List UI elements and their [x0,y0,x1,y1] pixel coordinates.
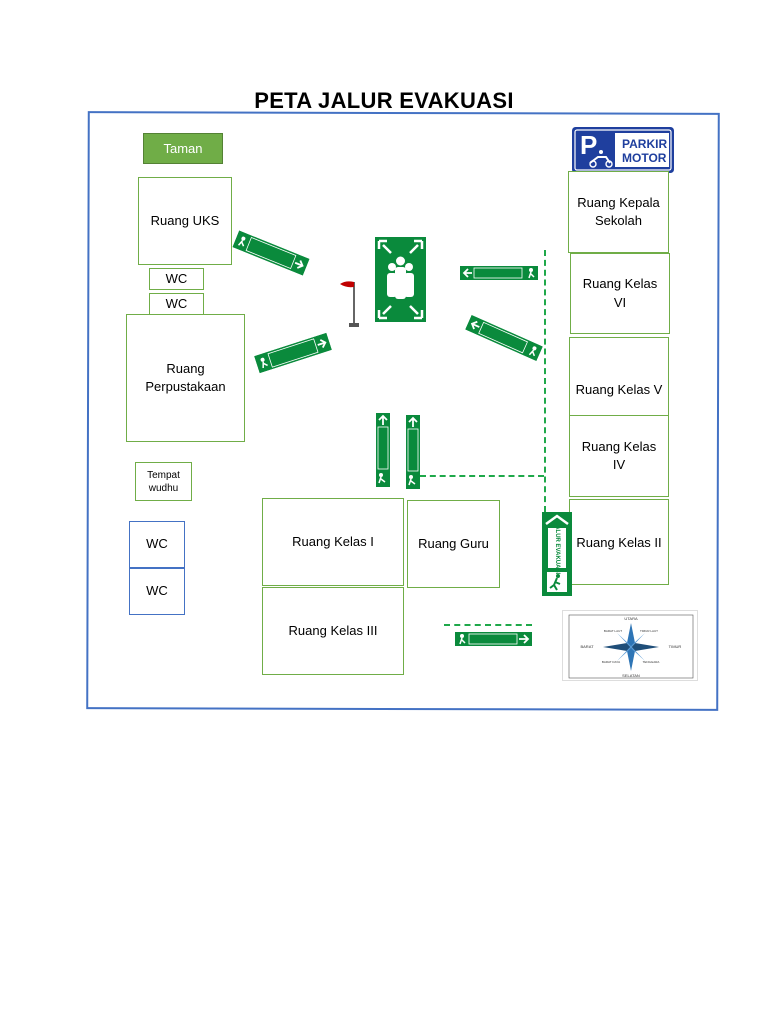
compass-southwest: BARAT DAYA [602,660,620,664]
room-kelas-6-label: Ruang Kelas VI [582,276,658,310]
compass-rose-card: UTARA SELATAN TIMUR BARAT TIMUR LAUT BAR… [562,610,698,681]
tempat-wudhu: Tempat wudhu [135,462,192,501]
running-man-icon [547,572,567,592]
flag-icon [336,278,362,330]
jalur-evakuasi-label: JALUR EVAKUASI [554,521,561,575]
room-kelas-6: Ruang Kelas VI [570,253,670,334]
room-kelas-4: Ruang Kelas IV [569,415,669,497]
compass-star-icon [603,623,659,671]
compass-northwest: BARAT LAUT [604,629,622,633]
parking-sign: P PARKIR MOTOR [572,127,674,173]
tempat-wudhu-label: Tempat wudhu [147,469,180,494]
assembly-point-sign [375,237,426,322]
compass-east: TIMUR [669,644,682,649]
compass-northeast: TIMUR LAUT [640,629,658,633]
room-wc-4: WC [129,568,185,615]
room-kepala-sekolah-label: Ruang Kepala Sekolah [577,194,660,228]
room-kelas-1: Ruang Kelas I [262,498,404,586]
evac-arrow-sign-2 [254,332,332,374]
parking-line1: PARKIR [622,137,667,151]
garden: Taman [143,133,223,164]
room-kepala-sekolah: Ruang Kepala Sekolah [568,171,669,253]
room-kelas-4-label: Ruang Kelas IV [581,438,657,472]
compass-southeast: TENGGARA [643,660,660,664]
evac-arrow-sign-7 [455,632,532,646]
room-kelas-3: Ruang Kelas III [262,587,404,675]
room-wc-1: WC [149,268,204,290]
map-title: PETA JALUR EVAKUASI [254,88,514,113]
room-wc-3: WC [129,521,185,568]
motorcycle-icon [589,150,613,168]
room-kelas-5: Ruang Kelas V [569,337,669,417]
evac-arrow-sign-5 [376,413,390,487]
route-line-horizontal-2 [444,624,532,626]
room-perpustakaan-label: Ruang Perpustakaan [145,360,226,394]
evac-arrow-sign-1 [232,230,310,276]
compass-north: UTARA [624,616,638,621]
parking-letter: P [580,130,597,160]
route-line-vertical [544,250,546,512]
people-icon [387,256,414,299]
room-uks: Ruang UKS [138,177,232,265]
evac-arrow-sign-3 [460,266,538,280]
evac-arrow-sign-6 [406,415,420,489]
jalur-evakuasi-sign: JALUR EVAKUASI [542,512,572,596]
compass-south: SELATAN [622,673,640,678]
compass-west: BARAT [580,644,594,649]
evac-arrow-sign-4 [465,314,543,362]
parking-line2: MOTOR [622,151,667,165]
room-perpustakaan: Ruang Perpustakaan [126,314,245,442]
room-guru: Ruang Guru [407,500,500,588]
room-wc-2: WC [149,293,204,316]
route-line-horizontal-1 [420,475,544,477]
room-kelas-2: Ruang Kelas II [569,499,669,585]
